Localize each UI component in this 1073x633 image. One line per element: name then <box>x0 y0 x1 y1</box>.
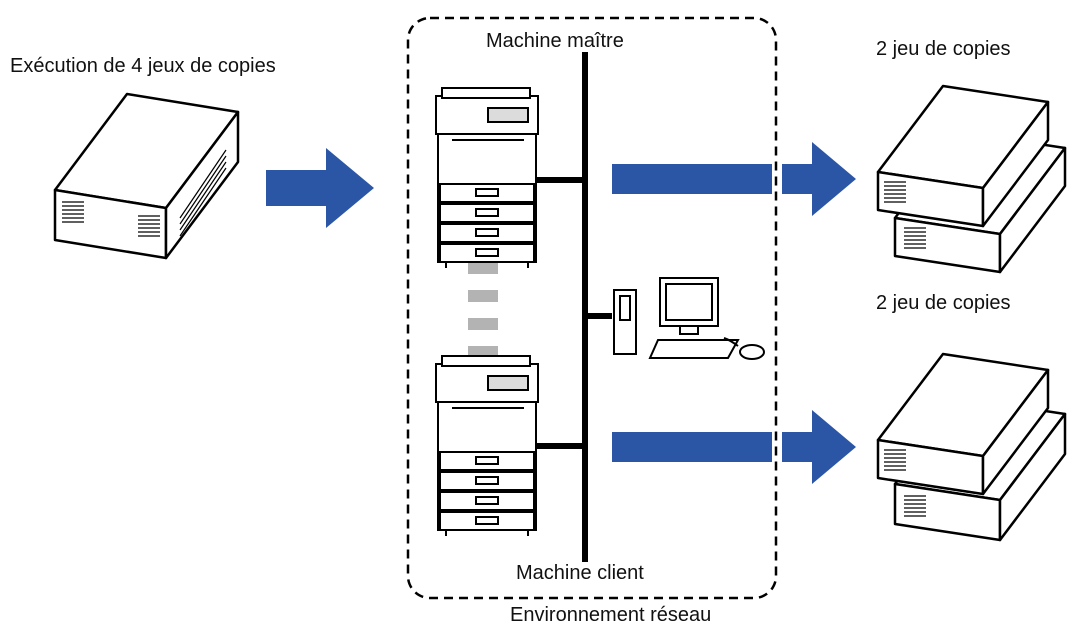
client-machine-label: Machine client <box>516 562 644 584</box>
source-paper-stack-icon <box>53 92 240 260</box>
client-copier-icon <box>435 355 539 536</box>
network-environment-label: Environnement réseau <box>510 604 712 626</box>
output-arrows <box>612 142 856 484</box>
network-lines <box>536 52 612 562</box>
output-top-paper-stack-icon <box>876 84 1067 274</box>
output-bottom-label: 2 jeu de copies <box>876 292 1011 314</box>
arrow-right-icon <box>612 432 772 462</box>
arrow-right-icon <box>782 142 856 216</box>
output-top-label: 2 jeu de copies <box>876 38 1011 60</box>
source-job-label: Exécution de 4 jeux de copies <box>10 55 276 77</box>
machine-link-dashes <box>468 262 498 358</box>
arrow-right-icon <box>612 164 772 194</box>
master-machine-label: Machine maître <box>486 30 624 52</box>
output-bottom-paper-stack-icon <box>876 352 1067 542</box>
arrow-right-icon <box>782 410 856 484</box>
computer-icon <box>613 277 765 360</box>
arrow-right-icon <box>266 148 374 228</box>
master-copier-icon <box>435 87 539 268</box>
